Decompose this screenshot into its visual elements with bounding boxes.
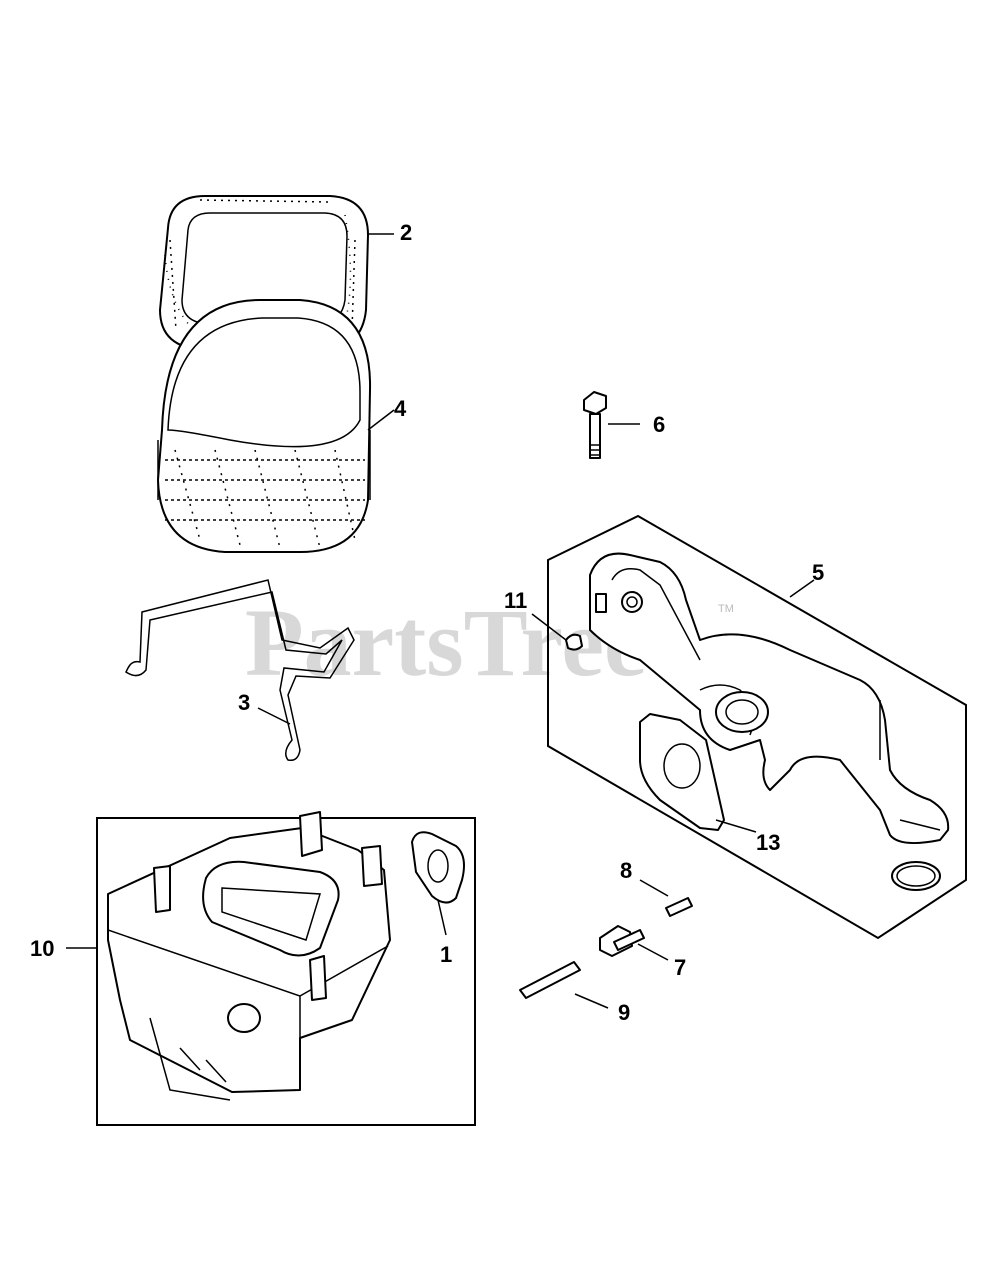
callout-4[interactable]: 4 <box>394 396 407 421</box>
callouts: 2 4 6 5 11 3 13 8 7 1 9 10 <box>30 220 824 1025</box>
callout-1[interactable]: 1 <box>440 942 452 967</box>
part-8-pin[interactable] <box>665 897 693 917</box>
leader-8 <box>639 879 669 897</box>
leader-1 <box>437 899 447 936</box>
callout-6[interactable]: 6 <box>653 412 665 437</box>
callout-3[interactable]: 3 <box>238 690 250 715</box>
callout-7[interactable]: 7 <box>674 955 686 980</box>
part-6-bolt[interactable] <box>583 391 607 459</box>
part-1-base-gasket[interactable] <box>411 831 465 904</box>
callout-5[interactable]: 5 <box>812 560 824 585</box>
callout-11[interactable]: 11 <box>504 588 527 613</box>
callout-8[interactable]: 8 <box>620 858 632 883</box>
callout-10[interactable]: 10 <box>30 936 54 961</box>
leader-3 <box>257 707 291 725</box>
leader-5 <box>789 579 815 598</box>
callout-13[interactable]: 13 <box>756 830 780 855</box>
callout-9[interactable]: 9 <box>618 1000 630 1025</box>
leader-13 <box>715 819 757 833</box>
part-4-air-filter[interactable] <box>157 299 372 553</box>
callout-2[interactable]: 2 <box>400 220 412 245</box>
part-11-plug[interactable] <box>565 633 583 651</box>
part-13-manifold-gasket[interactable] <box>639 713 725 831</box>
leader-7 <box>637 943 669 961</box>
leader-4 <box>367 409 395 431</box>
part-3-retainer-clip[interactable] <box>125 579 355 762</box>
leader-9 <box>574 993 609 1009</box>
watermark-trademark: TM <box>718 603 734 615</box>
part-10-air-cleaner-base-kit[interactable] <box>96 811 476 1126</box>
part-oring[interactable] <box>891 861 941 891</box>
part-9-long-pin[interactable] <box>519 961 581 999</box>
part-5-intake-manifold-kit[interactable] <box>547 514 967 940</box>
watermark: PartsTree <box>245 589 647 696</box>
leader-11 <box>531 613 567 641</box>
part-7-bracket[interactable] <box>599 925 645 957</box>
leader-lines <box>66 233 815 1009</box>
